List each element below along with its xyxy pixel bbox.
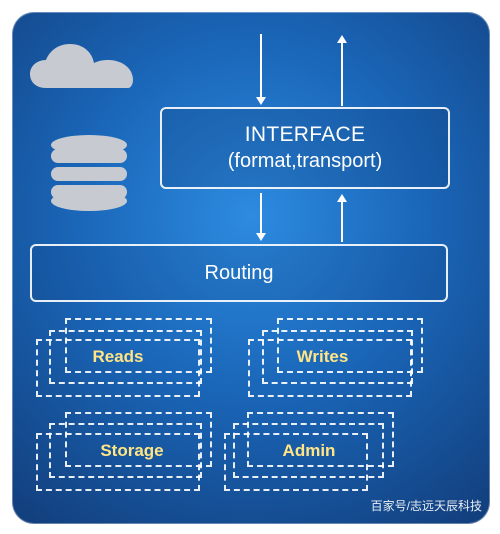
interface-subtitle: (format,transport) xyxy=(227,150,383,172)
writes-stack-middle xyxy=(262,330,413,384)
middle-down-arrow-head xyxy=(256,233,266,241)
interface-title: INTERFACE xyxy=(244,123,366,146)
admin-stack-middle xyxy=(233,423,384,478)
admin-stack-front xyxy=(224,433,368,491)
cloud-icon xyxy=(30,44,133,88)
top-up-arrow-head xyxy=(337,35,347,43)
writes-stack-back xyxy=(277,318,423,373)
storage-stack-front xyxy=(36,433,200,491)
writes-label: Writes xyxy=(296,347,349,366)
storage-stack-middle xyxy=(49,423,202,478)
admin-label: Admin xyxy=(282,441,336,460)
writes-stack-front xyxy=(248,339,412,397)
middle-up-arrow-line xyxy=(341,202,343,242)
database-icon xyxy=(51,135,127,211)
storage-label: Storage xyxy=(100,441,164,460)
reads-label: Reads xyxy=(92,347,144,366)
middle-down-arrow-line xyxy=(260,193,262,234)
top-up-arrow-line xyxy=(341,43,343,106)
routing-box: Routing xyxy=(30,244,448,302)
reads-stack-back xyxy=(65,318,212,373)
storage-stack-back xyxy=(65,412,212,467)
routing-label: Routing xyxy=(204,262,274,284)
admin-stack-back xyxy=(247,412,394,467)
interface-box: INTERFACE (format,transport) xyxy=(160,107,450,189)
diagram-panel: INTERFACE (format,transport) Routing Rea… xyxy=(12,12,490,524)
top-down-arrow-line xyxy=(260,34,262,98)
middle-up-arrow-head xyxy=(337,194,347,202)
watermark-text: 百家号/志远天辰科技 xyxy=(370,499,482,513)
top-down-arrow-head xyxy=(256,97,266,105)
reads-stack-front xyxy=(36,339,200,397)
reads-stack-middle xyxy=(49,330,202,384)
